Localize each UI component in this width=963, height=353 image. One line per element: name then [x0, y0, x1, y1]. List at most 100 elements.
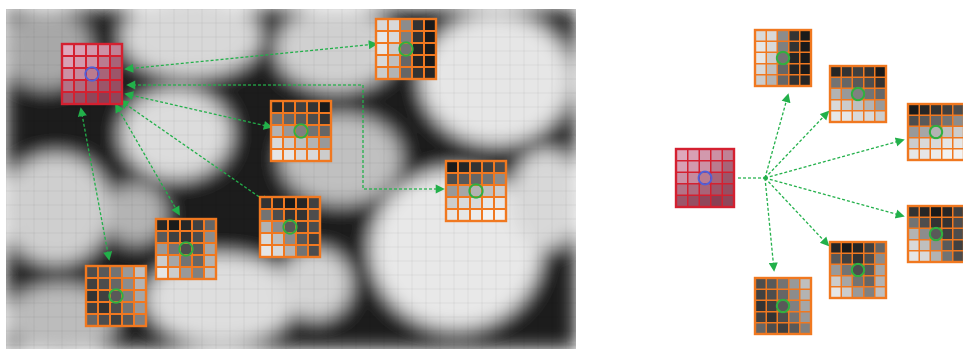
graph-edges	[764, 93, 905, 272]
patch-pixel	[191, 242, 205, 256]
patch-pixel	[862, 98, 876, 112]
patch-pixel	[951, 238, 963, 252]
match-center-marker	[178, 241, 194, 257]
patch-pixel	[765, 51, 779, 65]
query-patch	[674, 147, 736, 209]
patch-pixel	[73, 79, 87, 93]
patch-pixel	[481, 184, 495, 198]
patch-pixel	[918, 136, 932, 150]
patch-layer	[60, 17, 508, 328]
patch-pixel	[133, 301, 147, 315]
patch-pixel	[754, 321, 767, 335]
patch-pixel	[387, 66, 401, 80]
patch-pixel	[295, 244, 309, 258]
patch-pixel	[754, 310, 767, 324]
patch-pixel	[862, 110, 876, 123]
patch-pixel	[873, 241, 887, 254]
patch-pixel	[873, 110, 887, 123]
patch-pixel	[457, 196, 471, 210]
cell-blob	[121, 89, 231, 179]
patch-pixel	[840, 76, 854, 90]
patch-pixel	[375, 54, 389, 68]
patch-pixel	[765, 321, 779, 335]
patch-pixel	[179, 218, 193, 232]
patch-pixel	[61, 43, 75, 57]
patch-pixel	[787, 74, 801, 87]
patch-pixel	[840, 252, 854, 266]
patch-pixel	[851, 241, 865, 254]
patch-pixel	[829, 252, 842, 266]
patch-border	[60, 42, 124, 106]
patch-pixel	[675, 159, 689, 174]
patch-pixel	[929, 238, 943, 252]
patch-pixel	[907, 125, 920, 139]
patch-pixel	[411, 30, 425, 44]
patch-border	[828, 240, 888, 300]
patch-pixel	[283, 196, 297, 210]
patch-pixel	[167, 242, 181, 256]
arrow	[126, 80, 445, 194]
patch-pixel	[203, 218, 217, 232]
patch-pixel	[155, 266, 169, 280]
patch-pixel	[399, 18, 413, 32]
patch-border	[374, 17, 438, 81]
patch-pixel	[493, 196, 507, 210]
patch-pixel	[951, 125, 963, 139]
patch-pixel	[721, 148, 735, 162]
patch-pixel	[493, 184, 507, 198]
patch-pixel	[481, 172, 495, 186]
patch-pixel	[851, 65, 865, 78]
match-patch	[269, 99, 333, 163]
patch-pixel	[294, 136, 308, 150]
patch-pixel	[481, 160, 495, 174]
patch-pixel	[698, 159, 712, 174]
patch-pixel	[411, 66, 425, 80]
patch-pixel	[493, 160, 507, 174]
patch-pixel	[271, 244, 285, 258]
patch-pixel	[829, 241, 842, 254]
patch-pixel	[862, 252, 876, 266]
patch-pixel	[73, 43, 87, 57]
patch-pixel	[85, 289, 99, 303]
match-center-marker	[468, 183, 484, 199]
patch-pixel	[109, 265, 123, 279]
match-patch	[753, 28, 813, 88]
match-center-marker	[850, 86, 866, 102]
patch-pixel	[799, 29, 812, 42]
arrow	[77, 107, 113, 261]
patch-pixel	[721, 171, 735, 185]
match-center-marker	[775, 50, 791, 66]
patch-pixel	[85, 301, 99, 315]
patch-pixel	[387, 42, 401, 56]
patch-pixel	[387, 30, 401, 44]
patch-pixel	[445, 208, 459, 222]
patch-pixel	[940, 250, 954, 263]
patch-pixel	[423, 54, 437, 68]
patch-pixel	[940, 148, 954, 161]
patch-pixel	[307, 232, 321, 246]
patch-pixel	[929, 205, 943, 218]
cell-blob	[421, 14, 571, 144]
patch-pixel	[754, 29, 767, 42]
patch-pixel	[423, 30, 437, 44]
patch-pixel	[829, 87, 842, 101]
patch-pixel	[862, 263, 876, 277]
patch-pixel	[765, 288, 779, 302]
patch-pixel	[423, 18, 437, 32]
patch-border	[906, 204, 963, 264]
query-center-marker	[697, 170, 713, 186]
patch-pixel	[873, 87, 887, 101]
patch-pixel	[295, 196, 309, 210]
patch-pixel	[840, 65, 854, 78]
patch-pixel	[940, 125, 954, 139]
patch-pixel	[85, 277, 99, 291]
patch-pixel	[686, 159, 700, 174]
patch-pixel	[799, 74, 812, 87]
edge-arrow	[764, 177, 830, 247]
patch-pixel	[375, 66, 389, 80]
patch-pixel	[721, 194, 735, 208]
match-patch	[906, 204, 963, 264]
patch-pixel	[873, 65, 887, 78]
patch-pixel	[686, 183, 700, 197]
patch-pixel	[97, 277, 111, 291]
